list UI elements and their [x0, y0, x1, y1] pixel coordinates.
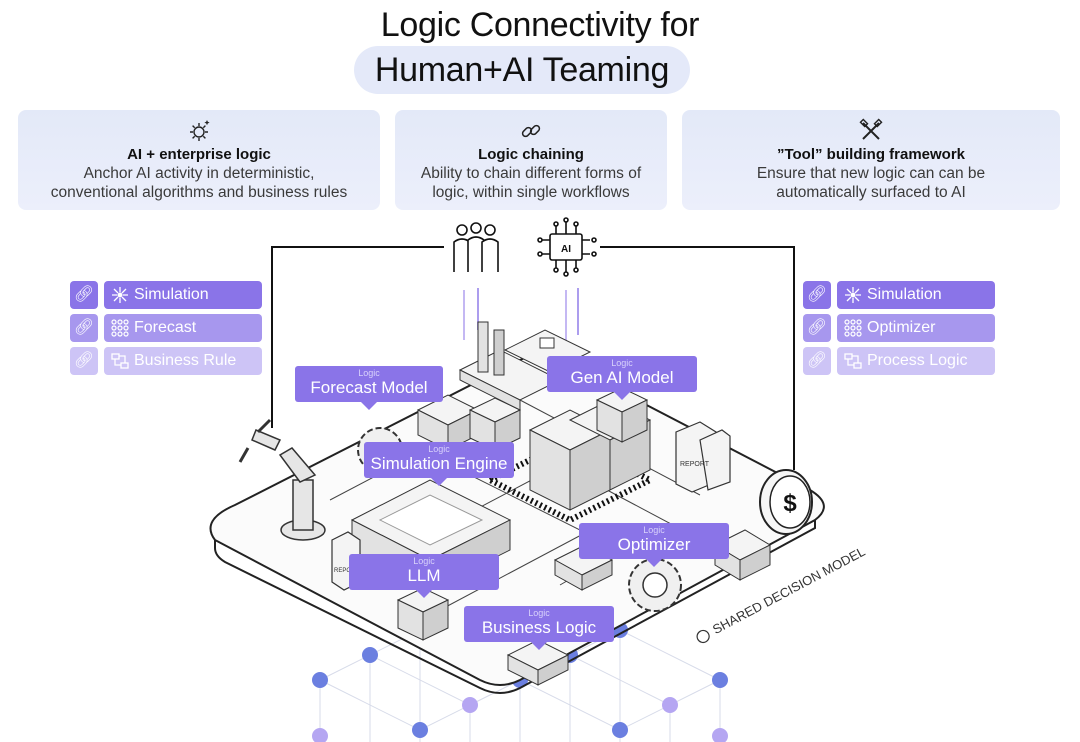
card-title: AI + enterprise logic — [127, 146, 271, 163]
tools-icon — [859, 118, 883, 140]
card-description-line: conventional algorithms and business rul… — [50, 184, 348, 201]
grid-dots-icon — [111, 319, 129, 337]
tool-item-simulation[interactable]: Simulation — [837, 281, 995, 309]
card-description-line: automatically surfaced to AI — [776, 184, 966, 201]
logic-name: Business Logic — [481, 618, 597, 637]
gear-icon — [628, 558, 682, 612]
logic-callout-simulation-engine[interactable]: Logic Simulation Engine — [364, 442, 514, 486]
tool-label: Simulation — [134, 286, 209, 303]
logic-tag: Logic — [528, 608, 550, 618]
logic-callout-business-logic[interactable]: Logic Business Logic — [464, 606, 614, 650]
logic-tag: Logic — [643, 525, 665, 535]
chain-link-icon: 🔗︎ — [803, 281, 831, 309]
network-icon — [112, 287, 128, 303]
chain-link-icon: 🔗︎ — [70, 314, 98, 342]
logic-tag: Logic — [611, 358, 633, 368]
page-title: Logic Connectivity for — [380, 6, 700, 44]
chain-link-icon: 🔗︎ — [70, 281, 98, 309]
logic-tag: Logic — [428, 444, 450, 454]
card-description-line: logic, within single workflows — [432, 184, 630, 201]
logic-name: Optimizer — [617, 535, 691, 554]
logic-callout-forecast-model[interactable]: Logic Forecast Model — [295, 366, 443, 410]
logic-name: Forecast Model — [310, 378, 428, 397]
card-logic-chaining: Logic chaining Ability to chain differen… — [395, 110, 667, 210]
cube-genai — [595, 387, 649, 443]
tool-item-simulation[interactable]: Simulation — [104, 281, 262, 309]
logic-name: Simulation Engine — [370, 454, 508, 473]
cube-llm — [396, 587, 450, 641]
report-label: REPORT — [680, 461, 710, 468]
grid-dots-icon — [844, 319, 862, 337]
dollar-coin-icon: $ — [759, 469, 813, 535]
chain-link-icon: 🔗︎ — [70, 347, 98, 375]
logic-tag: Logic — [358, 368, 380, 378]
card-title: ”Tool” building framework — [776, 146, 966, 163]
chain-link-icon — [521, 124, 541, 138]
page-subtitle-pill: Human+AI Teaming — [354, 46, 690, 94]
logic-tag: Logic — [413, 556, 435, 566]
flow-icon — [844, 353, 862, 369]
tool-label: Optimizer — [867, 319, 936, 336]
tool-item-forecast[interactable]: Forecast — [104, 314, 262, 342]
cube-forecast — [416, 394, 522, 451]
card-tool-building-framework: ”Tool” building framework Ensure that ne… — [682, 110, 1060, 210]
tool-item-business-rule[interactable]: Business Rule — [104, 347, 262, 375]
ai-chip-label: AI — [561, 244, 571, 255]
robot-arm-icon — [238, 418, 326, 541]
tool-item-process-logic[interactable]: Process Logic — [837, 347, 995, 375]
card-title: Logic chaining — [478, 146, 584, 163]
people-icon — [453, 222, 499, 272]
report-document-icon — [675, 421, 731, 493]
gear-sparkle-icon — [190, 120, 210, 141]
cube-business — [506, 639, 570, 686]
logic-callout-llm[interactable]: Logic LLM — [349, 554, 499, 598]
tool-label: Process Logic — [867, 352, 968, 369]
report-label: REPORT — [334, 568, 359, 574]
tool-label: Forecast — [134, 319, 197, 336]
svg-text:$: $ — [783, 490, 797, 517]
tool-label: Simulation — [867, 286, 942, 303]
logic-callout-optimizer[interactable]: Logic Optimizer — [579, 523, 729, 567]
logic-name: LLM — [407, 566, 441, 585]
logic-name: Gen AI Model — [570, 368, 674, 387]
logic-callout-gen-ai-model[interactable]: Logic Gen AI Model — [547, 356, 697, 400]
connector-lines — [271, 246, 795, 470]
chain-link-icon: 🔗︎ — [803, 314, 831, 342]
tool-label: Business Rule — [134, 352, 237, 369]
card-ai-enterprise-logic: AI + enterprise logic Anchor AI activity… — [18, 110, 380, 210]
card-description-line: Anchor AI activity in deterministic, — [83, 165, 315, 182]
flow-icon — [111, 353, 129, 369]
ai-chip-icon — [537, 217, 597, 277]
chain-link-icon: 🔗︎ — [803, 347, 831, 375]
network-icon — [845, 287, 861, 303]
tool-item-optimizer[interactable]: Optimizer — [837, 314, 995, 342]
card-description-line: Ensure that new logic can can be — [756, 165, 986, 182]
card-description-line: Ability to chain different forms of — [420, 165, 642, 182]
